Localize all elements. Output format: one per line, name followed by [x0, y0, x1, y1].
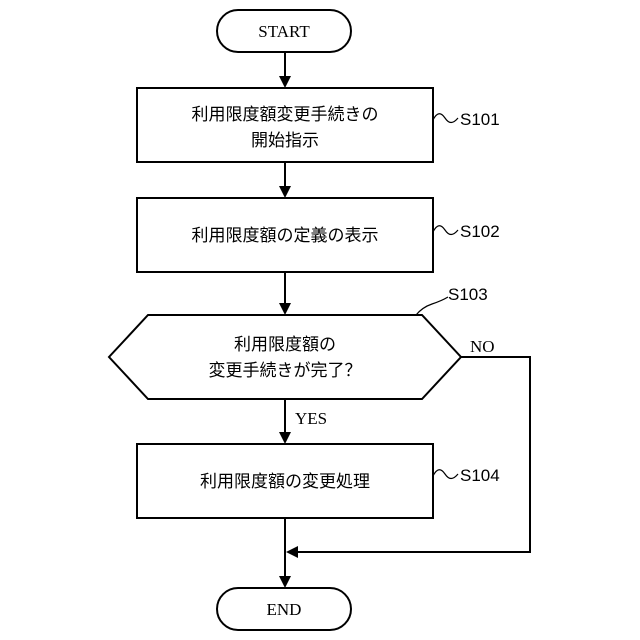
decision-text-s103-line2: 変更手続きが完了？ — [209, 361, 362, 381]
step-leader-s102 — [433, 226, 458, 235]
step-id-s102: S102 — [460, 222, 500, 241]
step-leader-s101 — [433, 114, 458, 123]
start-label: START — [258, 22, 310, 41]
arrowhead — [279, 303, 291, 315]
branch-label-yes: YES — [295, 409, 327, 428]
decision-s103 — [109, 315, 461, 399]
end-label: END — [267, 600, 302, 619]
step-id-s104: S104 — [460, 466, 500, 485]
decision-text-s103-line1: 利用限度額の — [234, 335, 336, 355]
arrowhead — [279, 576, 291, 588]
arrowhead — [286, 546, 298, 558]
step-id-s103: S103 — [448, 285, 488, 304]
branch-label-no: NO — [470, 337, 495, 356]
arrowhead — [279, 76, 291, 88]
step-leader-s104 — [433, 470, 458, 479]
process-text-s101-line2: 開始指示 — [251, 131, 319, 151]
arrowhead — [279, 432, 291, 444]
arrowhead — [279, 186, 291, 198]
step-leader-s103 — [416, 297, 448, 315]
process-text-s102: 利用限度額の定義の表示 — [192, 226, 379, 246]
process-text-s104: 利用限度額の変更処理 — [200, 472, 370, 492]
process-text-s101-line1: 利用限度額変更手続きの — [192, 105, 379, 125]
step-id-s101: S101 — [460, 110, 500, 129]
